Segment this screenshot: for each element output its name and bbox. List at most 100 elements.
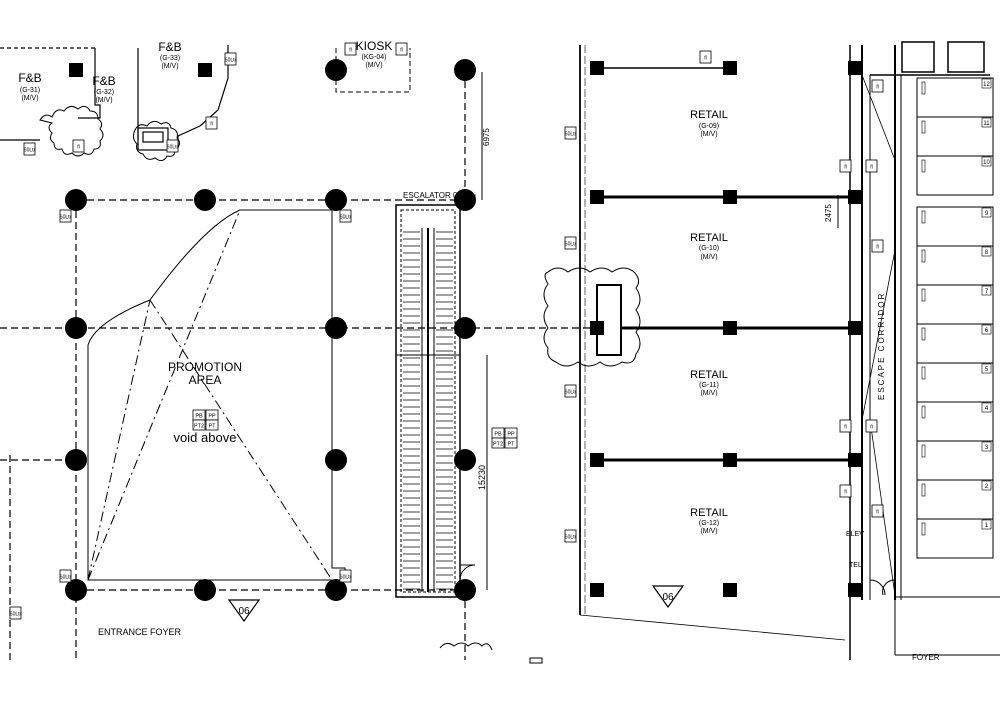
tag-box <box>205 116 218 130</box>
column-round <box>325 189 347 211</box>
retail10-code: (G-10) <box>699 245 719 252</box>
retail11-title: RETAIL <box>690 369 728 381</box>
riser-number: 1 <box>985 523 989 529</box>
retail09-sub: (M/V) <box>700 131 717 138</box>
tag-text: PT <box>208 424 216 430</box>
riser-number-box <box>981 207 992 218</box>
riser-number: 5 <box>985 367 989 373</box>
riser-number-box <box>981 156 992 167</box>
column-square <box>848 453 862 467</box>
retail12-sub: (M/V) <box>700 528 717 535</box>
tag-box <box>395 42 408 56</box>
riser-marker <box>921 81 926 95</box>
tag-text: fl <box>704 56 707 62</box>
column-square <box>590 190 604 204</box>
tag-text: 60Ltr <box>565 242 577 248</box>
revision-cloud <box>39 105 104 157</box>
escape-corridor-label: ESCAPE CORRIDOR <box>877 292 886 400</box>
tag-box <box>72 139 85 153</box>
tag-box <box>9 606 22 620</box>
tag-boxes: 60Ltr60Ltr60Ltr60Ltr60Ltr60Ltr60Ltr60Ltr… <box>9 42 884 620</box>
column-round <box>325 449 347 471</box>
core-cloud <box>543 267 641 367</box>
tag-box <box>491 437 505 449</box>
riser-number: 4 <box>985 406 989 412</box>
escalator <box>395 204 461 598</box>
foyer-label: FOYER <box>912 653 940 662</box>
column-square <box>723 321 737 335</box>
column-round <box>454 449 476 471</box>
riser-number: 12 <box>983 82 990 88</box>
fb31-title: F&B <box>18 71 41 85</box>
tag-text: fl <box>876 85 879 91</box>
riser-number-box <box>981 363 992 374</box>
riser-marker <box>921 483 926 497</box>
tag-box <box>59 209 72 223</box>
tag-text: fl <box>870 425 873 431</box>
fb33-sub: (M/V) <box>161 63 178 70</box>
riser-number: 10 <box>983 160 990 166</box>
riser-number-box <box>981 441 992 452</box>
riser-cell <box>916 401 994 442</box>
riser-number: 6 <box>985 328 989 334</box>
tag-text: PP <box>507 432 515 438</box>
riser-marker <box>921 249 926 263</box>
tag-box <box>23 142 36 156</box>
tag-box <box>504 437 518 449</box>
riser-cell <box>916 155 994 196</box>
riser-number: 7 <box>985 289 989 295</box>
column-round <box>65 579 87 601</box>
riser-marker <box>921 327 926 341</box>
promotion-line1: PROMOTION <box>168 360 242 374</box>
fb32-code: (G-32) <box>94 89 114 96</box>
lift-box <box>901 41 935 73</box>
section-mark-left-label: 06 <box>238 606 250 617</box>
column-square <box>723 583 737 597</box>
tag-text: fl <box>400 48 403 54</box>
tag-box <box>224 52 237 66</box>
tag-box <box>344 42 357 56</box>
room-labels: F&B (G-31) (M/V) F&B (G-32) (M/V) F&B (G… <box>18 39 728 617</box>
column-square <box>590 61 604 75</box>
tag-text: 60Ltr <box>565 535 577 541</box>
fb31-sub: (M/V) <box>21 95 38 102</box>
column-round <box>65 317 87 339</box>
riser-cell <box>916 323 994 364</box>
tag-text: 60Ltr <box>24 148 36 154</box>
column-square <box>198 63 212 77</box>
tag-box <box>564 236 577 250</box>
column-round <box>325 579 347 601</box>
fb33-title: F&B <box>158 40 181 54</box>
tag-text: fl <box>210 122 213 128</box>
column-square <box>723 61 737 75</box>
riser-number-box <box>981 246 992 257</box>
tag-text: PB <box>494 432 502 438</box>
riser-cell <box>916 245 994 286</box>
riser-number-box <box>981 519 992 530</box>
riser-number-box <box>981 117 992 128</box>
tag-box <box>871 79 884 93</box>
entrance-foyer-label: ENTRANCE FOYER <box>98 627 182 637</box>
retail10-title: RETAIL <box>690 232 728 244</box>
tag-box <box>205 419 219 431</box>
column-round <box>194 579 216 601</box>
tag-box <box>839 159 852 173</box>
retail11-sub: (M/V) <box>700 390 717 397</box>
fb32-sub: (M/V) <box>95 97 112 104</box>
column-square <box>69 63 83 77</box>
riser-marker <box>921 405 926 419</box>
riser-marker <box>921 159 926 173</box>
tag-box <box>59 569 72 583</box>
riser-number: 8 <box>985 250 989 256</box>
tag-box <box>871 239 884 253</box>
column-square <box>590 321 604 335</box>
tag-text: 60Ltr <box>565 132 577 138</box>
tag-text: PP <box>208 414 216 420</box>
tag-text: fl <box>844 490 847 496</box>
tag-box <box>564 529 577 543</box>
column-square <box>848 321 862 335</box>
riser-number-box <box>981 285 992 296</box>
fb31-code: (G-31) <box>20 87 40 94</box>
escalator-label: ESCALATOR 01 <box>403 191 462 200</box>
